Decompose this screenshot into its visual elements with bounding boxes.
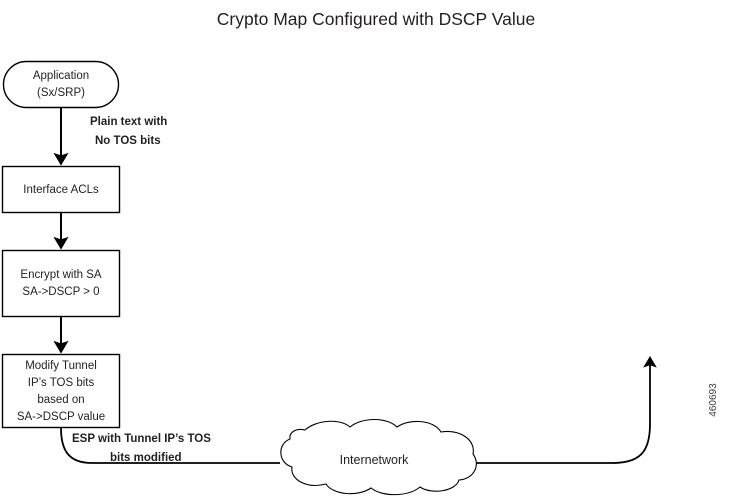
- application-label-line1: Application: [33, 70, 89, 82]
- page-title: Crypto Map Configured with DSCP Value: [217, 9, 535, 29]
- edge-line-cloud-to-out: [470, 356, 657, 464]
- edge-label-app-to-acl-line1: Plain text with: [90, 116, 167, 128]
- figure-id-label: 460693: [708, 383, 719, 417]
- node-encrypt-with-sa: Encrypt with SA SA->DSCP > 0: [1, 249, 121, 318]
- encrypt-label-line2: SA->DSCP > 0: [22, 286, 99, 298]
- edge-application-to-interface-acls: Plain text with No TOS bits: [53, 108, 167, 166]
- edge-line-modify-to-cloud: [60, 427, 280, 464]
- interface-acls-label: Interface ACLs: [23, 184, 99, 196]
- internetwork-label: Internetwork: [340, 453, 410, 467]
- modify-tunnel-label-line4: SA->DSCP value: [17, 411, 105, 423]
- edge-label-modify-to-cloud-line2: bits modified: [110, 452, 182, 464]
- modify-tunnel-label-line2: IP’s TOS bits: [28, 377, 95, 389]
- node-modify-tunnel: Modify Tunnel IP’s TOS bits based on SA-…: [1, 353, 121, 429]
- application-shape: [2, 60, 120, 109]
- modify-tunnel-label-line3: based on: [37, 394, 84, 406]
- internetwork-cloud-shape: [280, 418, 477, 496]
- encrypt-label-line1: Encrypt with SA: [20, 269, 101, 281]
- edge-label-modify-to-cloud-line1: ESP with Tunnel IP’s TOS: [72, 433, 211, 445]
- encrypt-shape: [1, 249, 121, 318]
- edge-label-app-to-acl-line2: No TOS bits: [95, 135, 161, 147]
- edge-modify-tunnel-to-internetwork: ESP with Tunnel IP’s TOS bits modified: [60, 427, 280, 464]
- interface-acls-shape: [1, 165, 121, 214]
- node-interface-acls: Interface ACLs: [1, 165, 121, 214]
- node-application: Application (Sx/SRP): [2, 60, 120, 109]
- node-internetwork-cloud: Internetwork: [280, 418, 477, 496]
- modify-tunnel-shape: [1, 353, 121, 429]
- application-label-line2: (Sx/SRP): [37, 87, 85, 99]
- modify-tunnel-label-line1: Modify Tunnel: [25, 360, 97, 372]
- edge-internetwork-to-outbound: [470, 356, 657, 464]
